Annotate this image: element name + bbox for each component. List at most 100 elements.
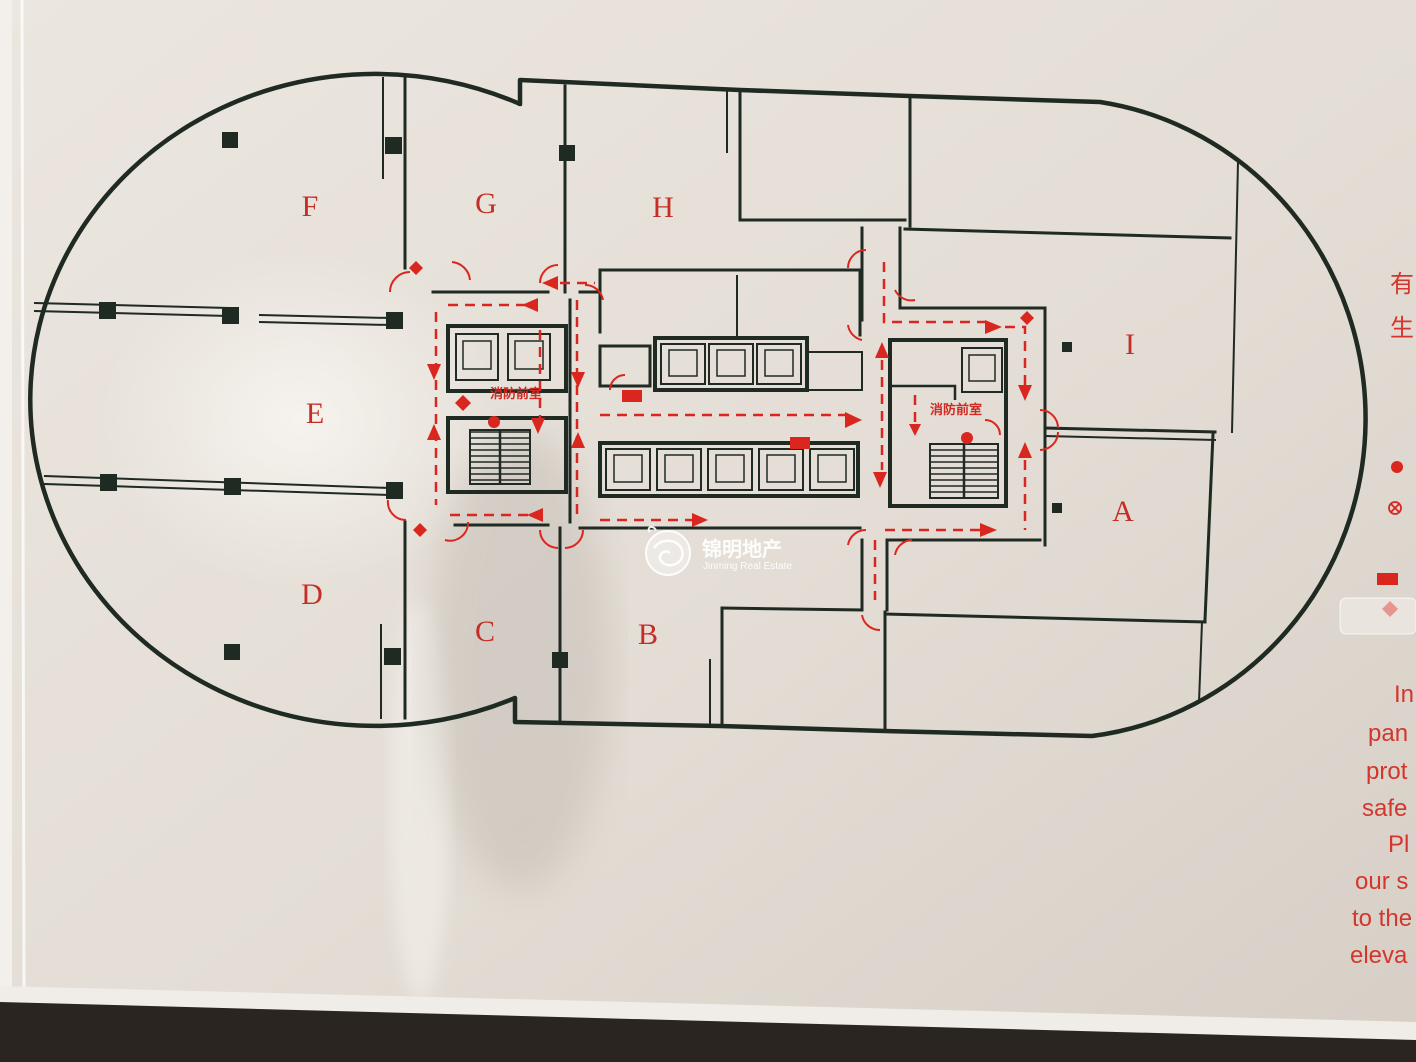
watermark-name-cn: 锦明地产	[702, 537, 782, 561]
elevator-car	[455, 333, 499, 381]
elevator-car-inner	[968, 354, 996, 382]
wall	[883, 612, 1207, 624]
wall	[258, 320, 392, 327]
wall	[598, 268, 862, 337]
door-swing	[386, 499, 407, 522]
arrow-down-icon	[873, 472, 887, 488]
arrow-down-icon	[571, 372, 585, 388]
room-label-i: I	[1125, 328, 1135, 361]
route-dashed	[882, 262, 985, 324]
elevator-car	[507, 333, 551, 381]
column	[1052, 503, 1062, 513]
column	[1062, 342, 1072, 352]
elevator-car	[605, 448, 651, 491]
arrow-left-icon	[527, 508, 543, 522]
notice-en-fragment: to the	[1352, 905, 1412, 932]
elevator-car-inner	[668, 349, 698, 377]
vestibule-labels: 消防前室 消防前室	[490, 386, 982, 418]
elevator-car	[708, 343, 754, 385]
notice-cn-fragment: 生	[1390, 314, 1414, 342]
wall	[738, 88, 907, 222]
notice-en-fragment: pan	[1368, 720, 1408, 747]
elevator-car-inner	[716, 349, 746, 377]
circled-cross-icon	[1388, 501, 1402, 515]
notice-en-fragment: Pl	[1388, 831, 1409, 858]
notice-en-fragment: safe	[1362, 795, 1407, 822]
arrow-down-icon	[531, 418, 545, 434]
arrow-up-icon	[875, 342, 889, 358]
reflection-person-shadow	[430, 430, 610, 890]
door-swings	[386, 249, 1059, 632]
column	[224, 478, 241, 495]
door-swing	[539, 529, 559, 549]
core-right	[888, 338, 1008, 508]
room-label-b: B	[638, 618, 658, 651]
red-diamond-icon	[409, 261, 423, 275]
room-label-h: H	[652, 191, 674, 224]
red-dot-icon	[1391, 461, 1403, 473]
vestibule-label-right: 消防前室	[930, 402, 982, 418]
wall	[33, 309, 230, 318]
elevator-car-inner	[817, 454, 847, 483]
elevator-car	[758, 448, 804, 491]
room-label-e: E	[306, 397, 324, 430]
door-swing	[861, 614, 881, 632]
door-swing	[584, 283, 604, 301]
wall	[1197, 620, 1204, 704]
door-swing	[539, 264, 559, 284]
elevator-car-inner	[766, 454, 796, 483]
column	[100, 474, 117, 491]
wall	[890, 384, 957, 400]
building-outline	[28, 71, 1368, 739]
wall	[1043, 426, 1217, 434]
door-swing	[609, 374, 626, 391]
elevator-car-inner	[764, 349, 794, 377]
lobby-niche	[806, 351, 863, 391]
column	[385, 137, 402, 154]
elevator-car-inner	[664, 454, 694, 483]
stair-treads	[929, 443, 999, 499]
vestibule-label-left: 消防前室	[490, 386, 542, 402]
columns	[99, 132, 1072, 668]
red-rectangle-icon	[790, 437, 810, 449]
legend-symbols	[1339, 461, 1416, 635]
red-dot-icon	[961, 432, 973, 444]
watermark-swirl-stroke	[652, 539, 684, 567]
wall	[903, 227, 1232, 240]
red-diamond-icon	[1020, 311, 1034, 325]
notice-en-fragment: eleva	[1350, 942, 1408, 969]
glass-edge-left	[20, 0, 26, 997]
room-label-a: A	[1112, 495, 1134, 528]
elevator-bank-left	[446, 324, 568, 393]
wall	[720, 606, 864, 612]
wall	[1230, 160, 1240, 434]
evacuation-routes	[434, 262, 1027, 600]
wall	[258, 313, 392, 320]
arrow-up-icon	[1018, 442, 1032, 458]
elevator-car-inner	[514, 340, 544, 370]
side-notice: 有 生 In pan prot safe Pl our s to the ele…	[1350, 270, 1414, 969]
arrow-up-icon	[571, 432, 585, 448]
watermark-tail	[647, 525, 657, 533]
notice-en-fragment: our s	[1355, 868, 1408, 895]
arrow-down-icon	[909, 424, 921, 436]
arrow-right-icon	[692, 513, 708, 527]
elevator-car-inner	[462, 340, 492, 370]
arrow-left-icon	[542, 276, 558, 290]
panel-left-edge	[0, 0, 12, 1010]
room-label-g: G	[475, 187, 497, 220]
stairwell-left	[446, 416, 568, 494]
interior-walls	[33, 74, 1240, 733]
door-swing	[894, 289, 916, 302]
door-swing	[847, 528, 867, 546]
room-labels: F G H E I D C B A	[301, 187, 1135, 651]
arrow-right-icon	[985, 320, 1002, 334]
red-rectangle-icon	[1377, 573, 1398, 585]
column	[224, 644, 240, 660]
notice-cn-fragment: 有	[1390, 270, 1414, 298]
column	[222, 132, 238, 148]
glass-mount-clip	[1339, 597, 1416, 635]
arrow-down-icon	[1018, 385, 1032, 401]
route-arrows	[427, 276, 1032, 537]
